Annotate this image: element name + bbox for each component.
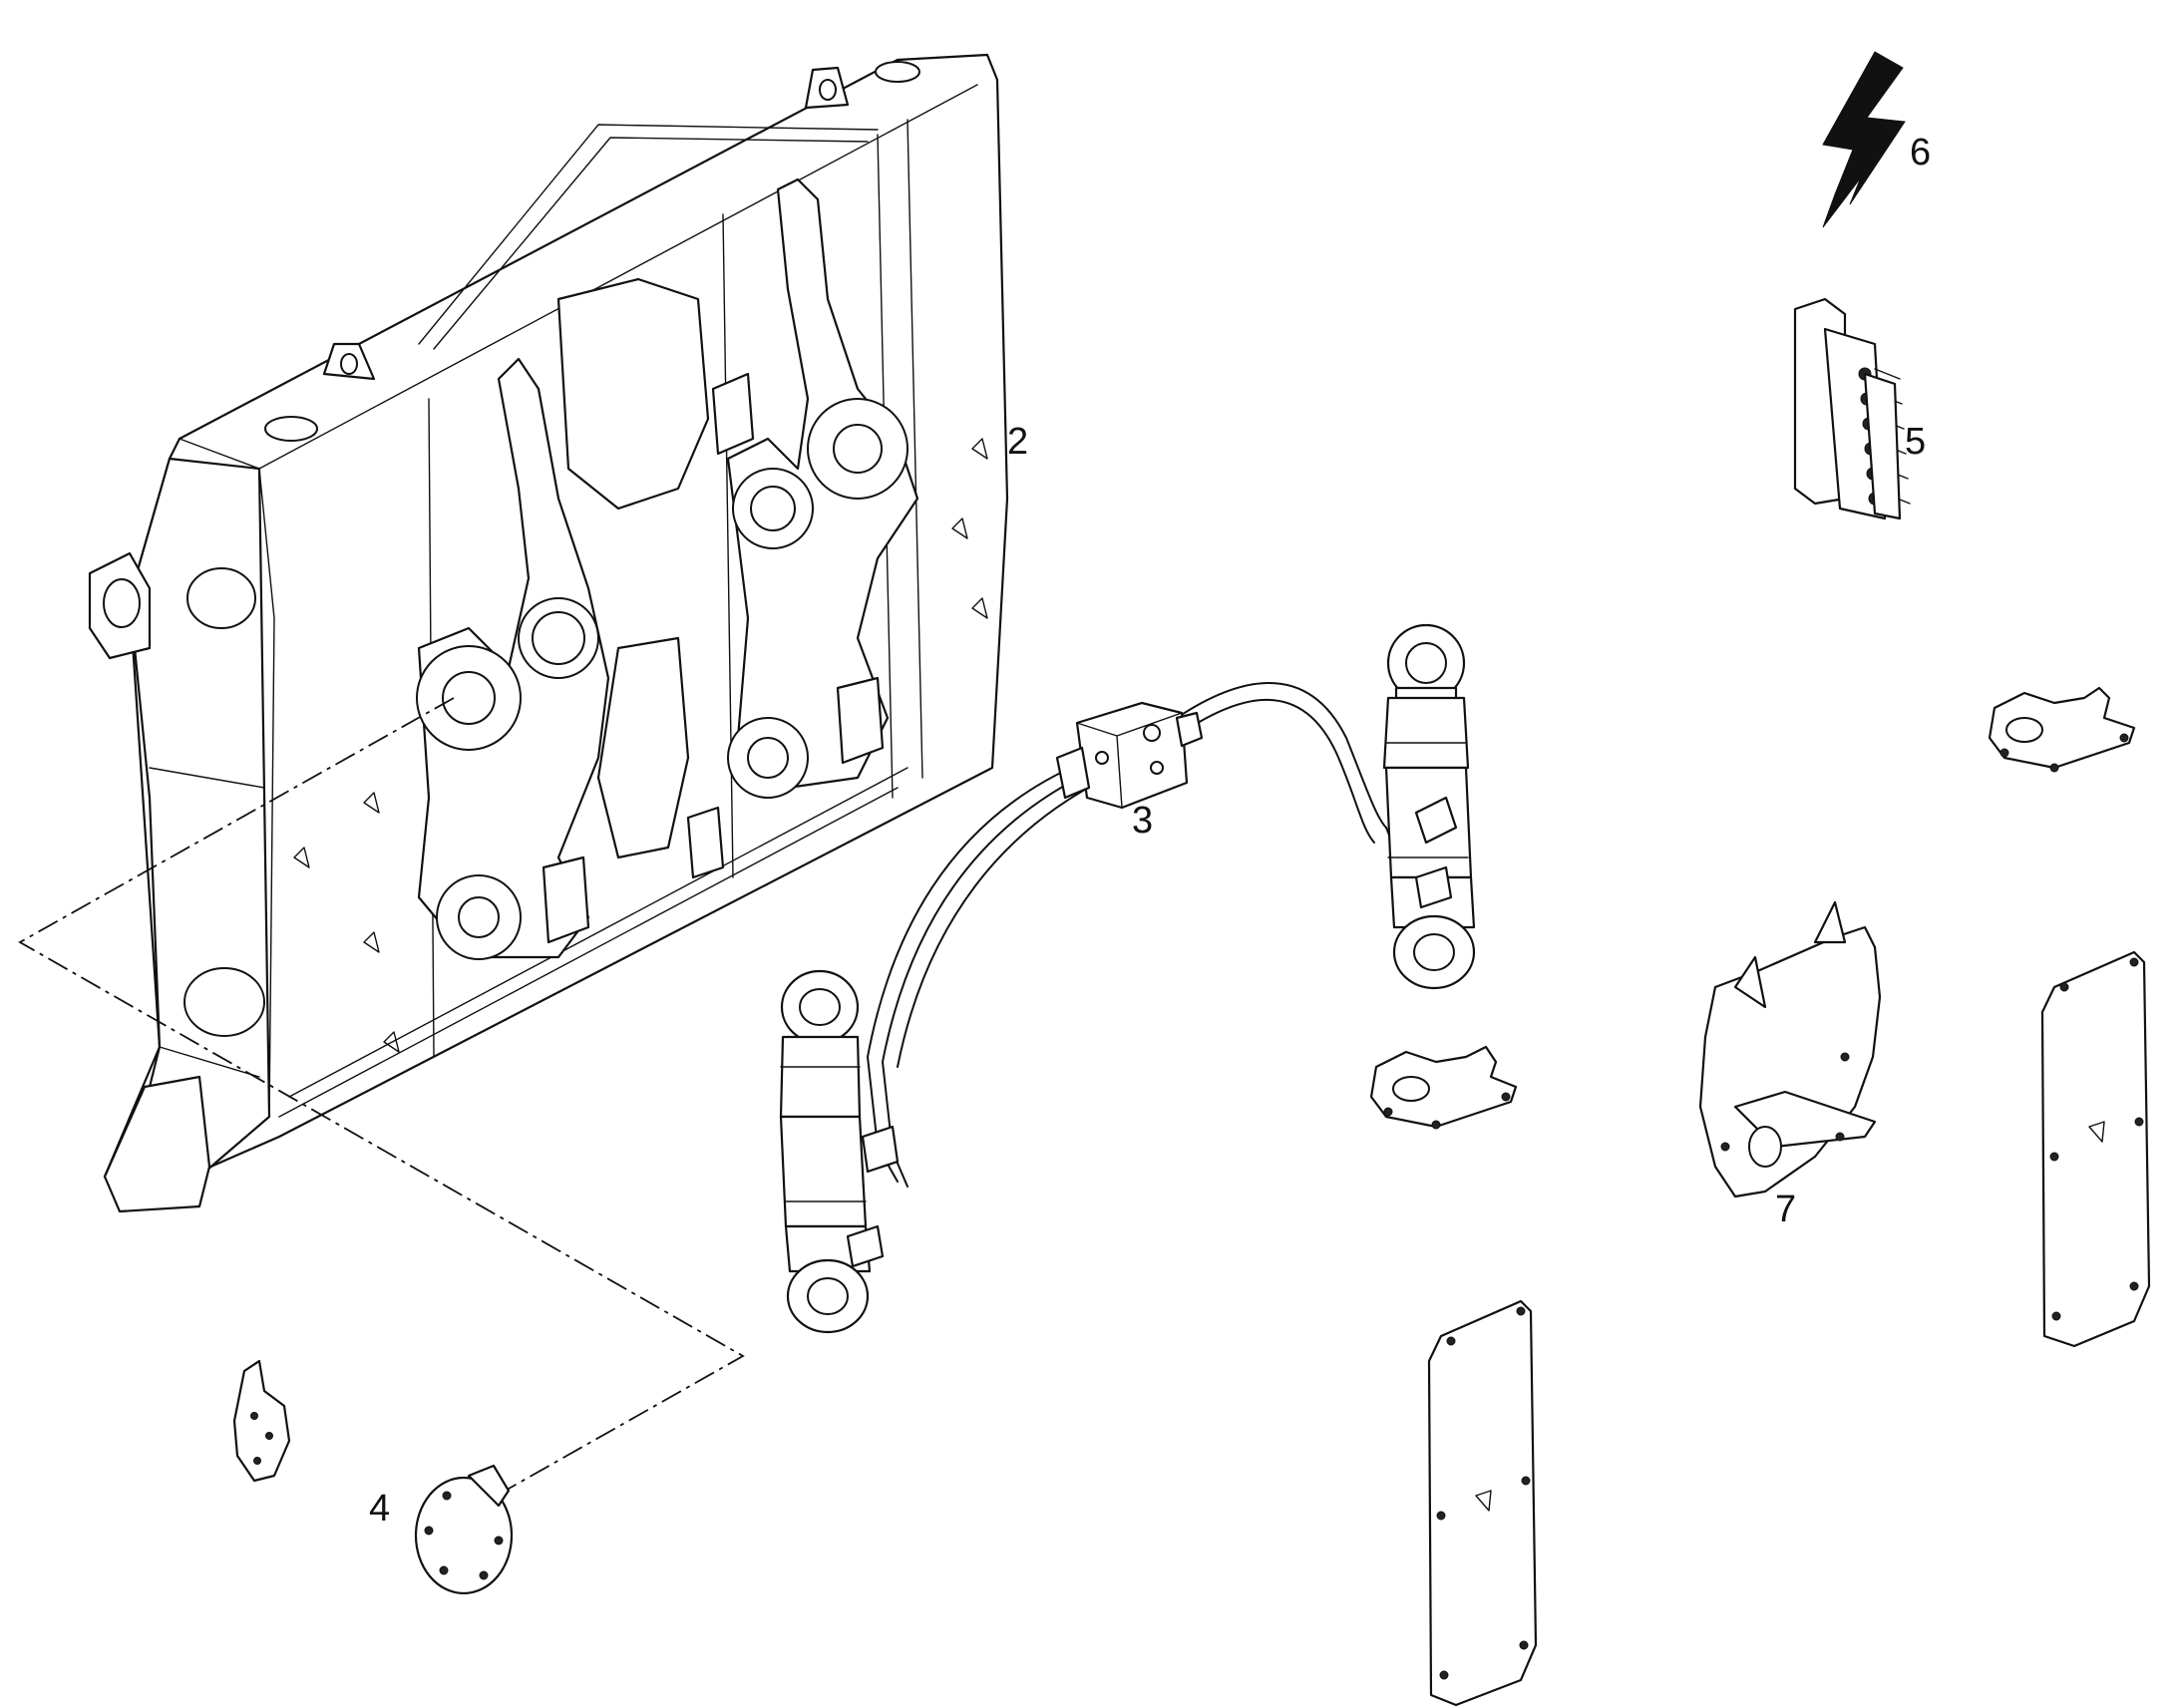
lightning-bolt-icon [1822, 51, 1906, 228]
explosion-line [18, 697, 745, 1507]
cover-disc [414, 1464, 514, 1595]
hydraulic-cylinder-upper [1382, 623, 1476, 990]
callout-7: 7 [1775, 1189, 1796, 1230]
mounting-plate [1698, 900, 1882, 1198]
long-cover-plate-bottom [1427, 1299, 1538, 1707]
long-cover-plate-right [2040, 950, 2151, 1348]
callout-3: 3 [1132, 800, 1153, 842]
main-frame [88, 53, 1009, 1213]
bracket-center [1369, 1045, 1518, 1130]
callout-6: 6 [1910, 132, 1931, 173]
hydraulic-hoses [867, 682, 1437, 1188]
callout-2: 2 [1007, 421, 1028, 463]
small-cover-plate [232, 1359, 291, 1483]
callout-5: 5 [1905, 421, 1926, 463]
lubrication-manifold [1793, 297, 1911, 520]
hydraulic-cylinder-lower [779, 969, 900, 1334]
bracket-right [1988, 686, 2136, 773]
callout-4: 4 [369, 1488, 390, 1530]
valve-block [1055, 701, 1204, 810]
